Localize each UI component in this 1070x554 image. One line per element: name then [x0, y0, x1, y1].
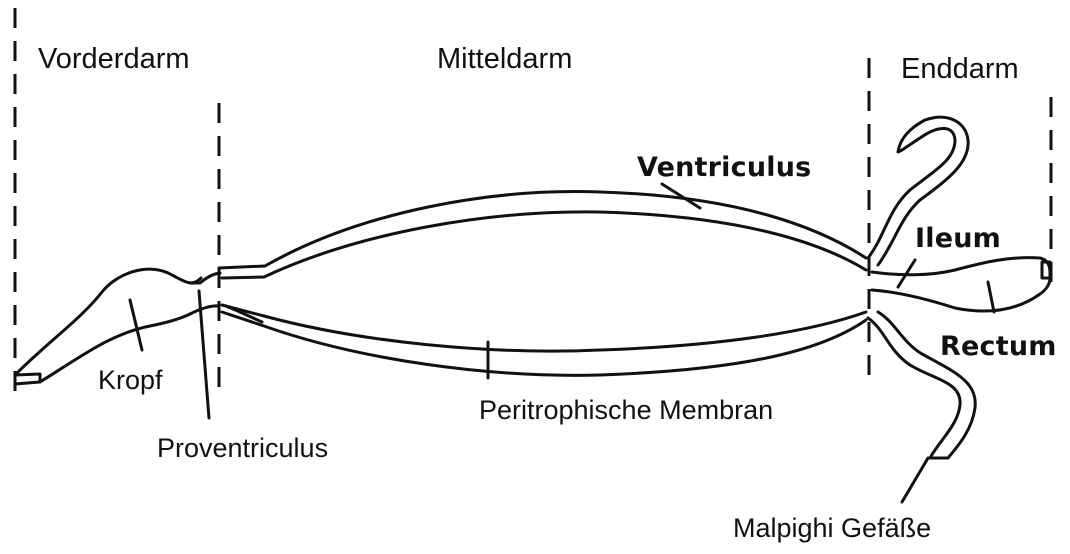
label-mitteldarm: Mitteldarm: [437, 45, 572, 74]
ileum-upper: [872, 258, 1050, 275]
rectum-end: [1042, 262, 1050, 278]
leader-kropf: [130, 300, 142, 350]
ventriculus-inner-upper: [222, 212, 866, 278]
label-malpighi-gefaesse: Malpighi Gefäße: [733, 515, 931, 542]
label-vorderdarm: Vorderdarm: [38, 45, 190, 74]
label-peritrophische-membran: Peritrophische Membran: [479, 397, 773, 424]
label-proventriculus: Proventriculus: [157, 435, 328, 462]
proventriculus-bulb: [190, 273, 220, 283]
label-ileum: Ileum: [915, 225, 1001, 252]
leader-malpighi: [902, 458, 928, 502]
leader-rectum: [988, 282, 994, 312]
mouth-opening: [15, 374, 40, 384]
crop-outline-upper: [15, 269, 201, 375]
label-ventriculus: Ventriculus: [637, 154, 811, 181]
rectum-lower: [872, 278, 1050, 311]
label-enddarm: Enddarm: [901, 55, 1019, 84]
label-kropf: Kropf: [98, 367, 163, 394]
label-rectum: Rectum: [940, 333, 1057, 360]
leader-proventriculus: [199, 291, 209, 418]
ventriculus-outer-lower: [222, 312, 866, 375]
